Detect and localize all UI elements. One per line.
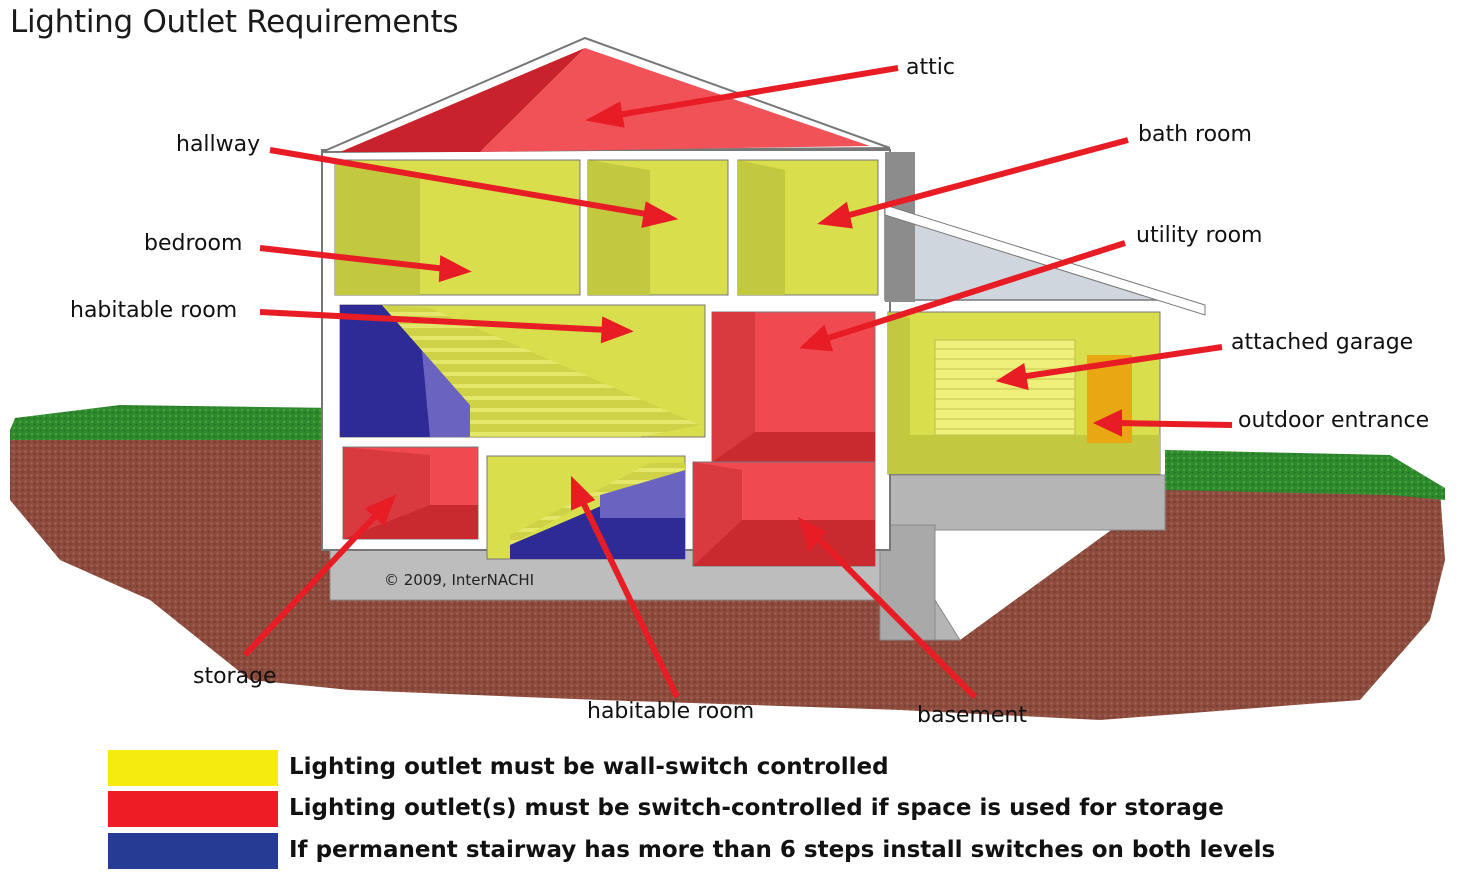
legend-text: If permanent stairway has more than 6 st… (289, 837, 1276, 863)
arrowhead-habitable-upper (600, 316, 634, 344)
label-habitable-room-lower: habitable room (587, 699, 755, 724)
arrow-storage (242, 510, 381, 658)
legend-swatch-red (108, 791, 278, 827)
garage-roof-edge (884, 204, 1206, 316)
legend-item-storage: Lighting outlet(s) must be switch-contro… (108, 791, 1408, 827)
soil-ground (10, 430, 1445, 720)
garage-foundation (879, 474, 1166, 531)
arrow-utility (821, 240, 1126, 343)
arrowhead-garage (995, 363, 1029, 391)
arrow-garage (1019, 344, 1223, 380)
garage-side (888, 312, 910, 462)
copyright-text: © 2009, InterNACHI (384, 571, 534, 589)
stair-blue-lower-light (600, 470, 685, 518)
arrowhead-attic (585, 101, 625, 128)
grass-right (1165, 450, 1445, 500)
legend-text: Lighting outlet(s) must be switch-contro… (289, 795, 1224, 821)
label-attic: attic (906, 55, 955, 80)
utility-side (712, 312, 755, 462)
legend-text: Lighting outlet must be wall-switch cont… (289, 754, 889, 780)
storage-side (343, 447, 430, 539)
arrowhead-utility (799, 324, 834, 352)
arrow-bathroom (841, 137, 1129, 220)
attic-light (480, 48, 870, 152)
basement-side (693, 462, 742, 566)
storage-floor (343, 505, 478, 539)
arrow-habitable-upper (259, 309, 609, 333)
label-hallway: hallway (176, 132, 261, 157)
arrow-attic (611, 65, 899, 119)
arrowhead-outdoor (1092, 409, 1122, 437)
legend-item-stairway: If permanent stairway has more than 6 st… (108, 833, 1408, 869)
legend-swatch-yellow (108, 750, 278, 786)
bathroom-side (738, 160, 785, 295)
grass-left (10, 405, 340, 440)
label-habitable-room-upper: habitable room (70, 298, 238, 323)
arrow-bedroom (259, 245, 447, 272)
stair-blue (340, 305, 600, 437)
arrowhead-basement (798, 516, 827, 552)
arrowhead-bedroom (438, 255, 472, 283)
basement-floor (693, 520, 875, 566)
bedroom-side (335, 160, 420, 295)
stairs-lower (510, 463, 685, 545)
garage-door (934, 339, 1076, 436)
garage-roof-fascia (885, 152, 915, 302)
hallway-side (588, 160, 650, 295)
stair-blue-light (382, 305, 470, 437)
arrowhead-habitable-lower (571, 475, 596, 511)
arrow-habitable-lower (579, 498, 680, 699)
legend-item-wall-switch: Lighting outlet must be wall-switch cont… (108, 750, 1408, 786)
label-storage: storage (193, 664, 277, 689)
stairs-upper (382, 305, 700, 437)
arrow-outdoor (1117, 420, 1233, 428)
legend-swatch-blue (108, 833, 278, 869)
label-bedroom: bedroom (144, 231, 243, 256)
attic-dark (340, 48, 585, 152)
arrow-hallway (269, 147, 653, 218)
arrows (242, 65, 1233, 700)
arrow-basement (813, 533, 978, 700)
page-title: Lighting Outlet Requirements (10, 4, 459, 40)
label-basement: basement (917, 703, 1027, 728)
utility-floor (712, 432, 875, 462)
label-attached-garage: attached garage (1231, 330, 1414, 355)
label-bath-room: bath room (1138, 122, 1252, 147)
label-utility-room: utility room (1136, 223, 1263, 248)
arrowhead-storage (364, 494, 397, 527)
arrowhead-bathroom (817, 201, 853, 229)
garage-floor (888, 435, 1160, 474)
label-outdoor-entrance: outdoor entrance (1238, 408, 1430, 433)
arrowhead-hallway (641, 201, 679, 228)
